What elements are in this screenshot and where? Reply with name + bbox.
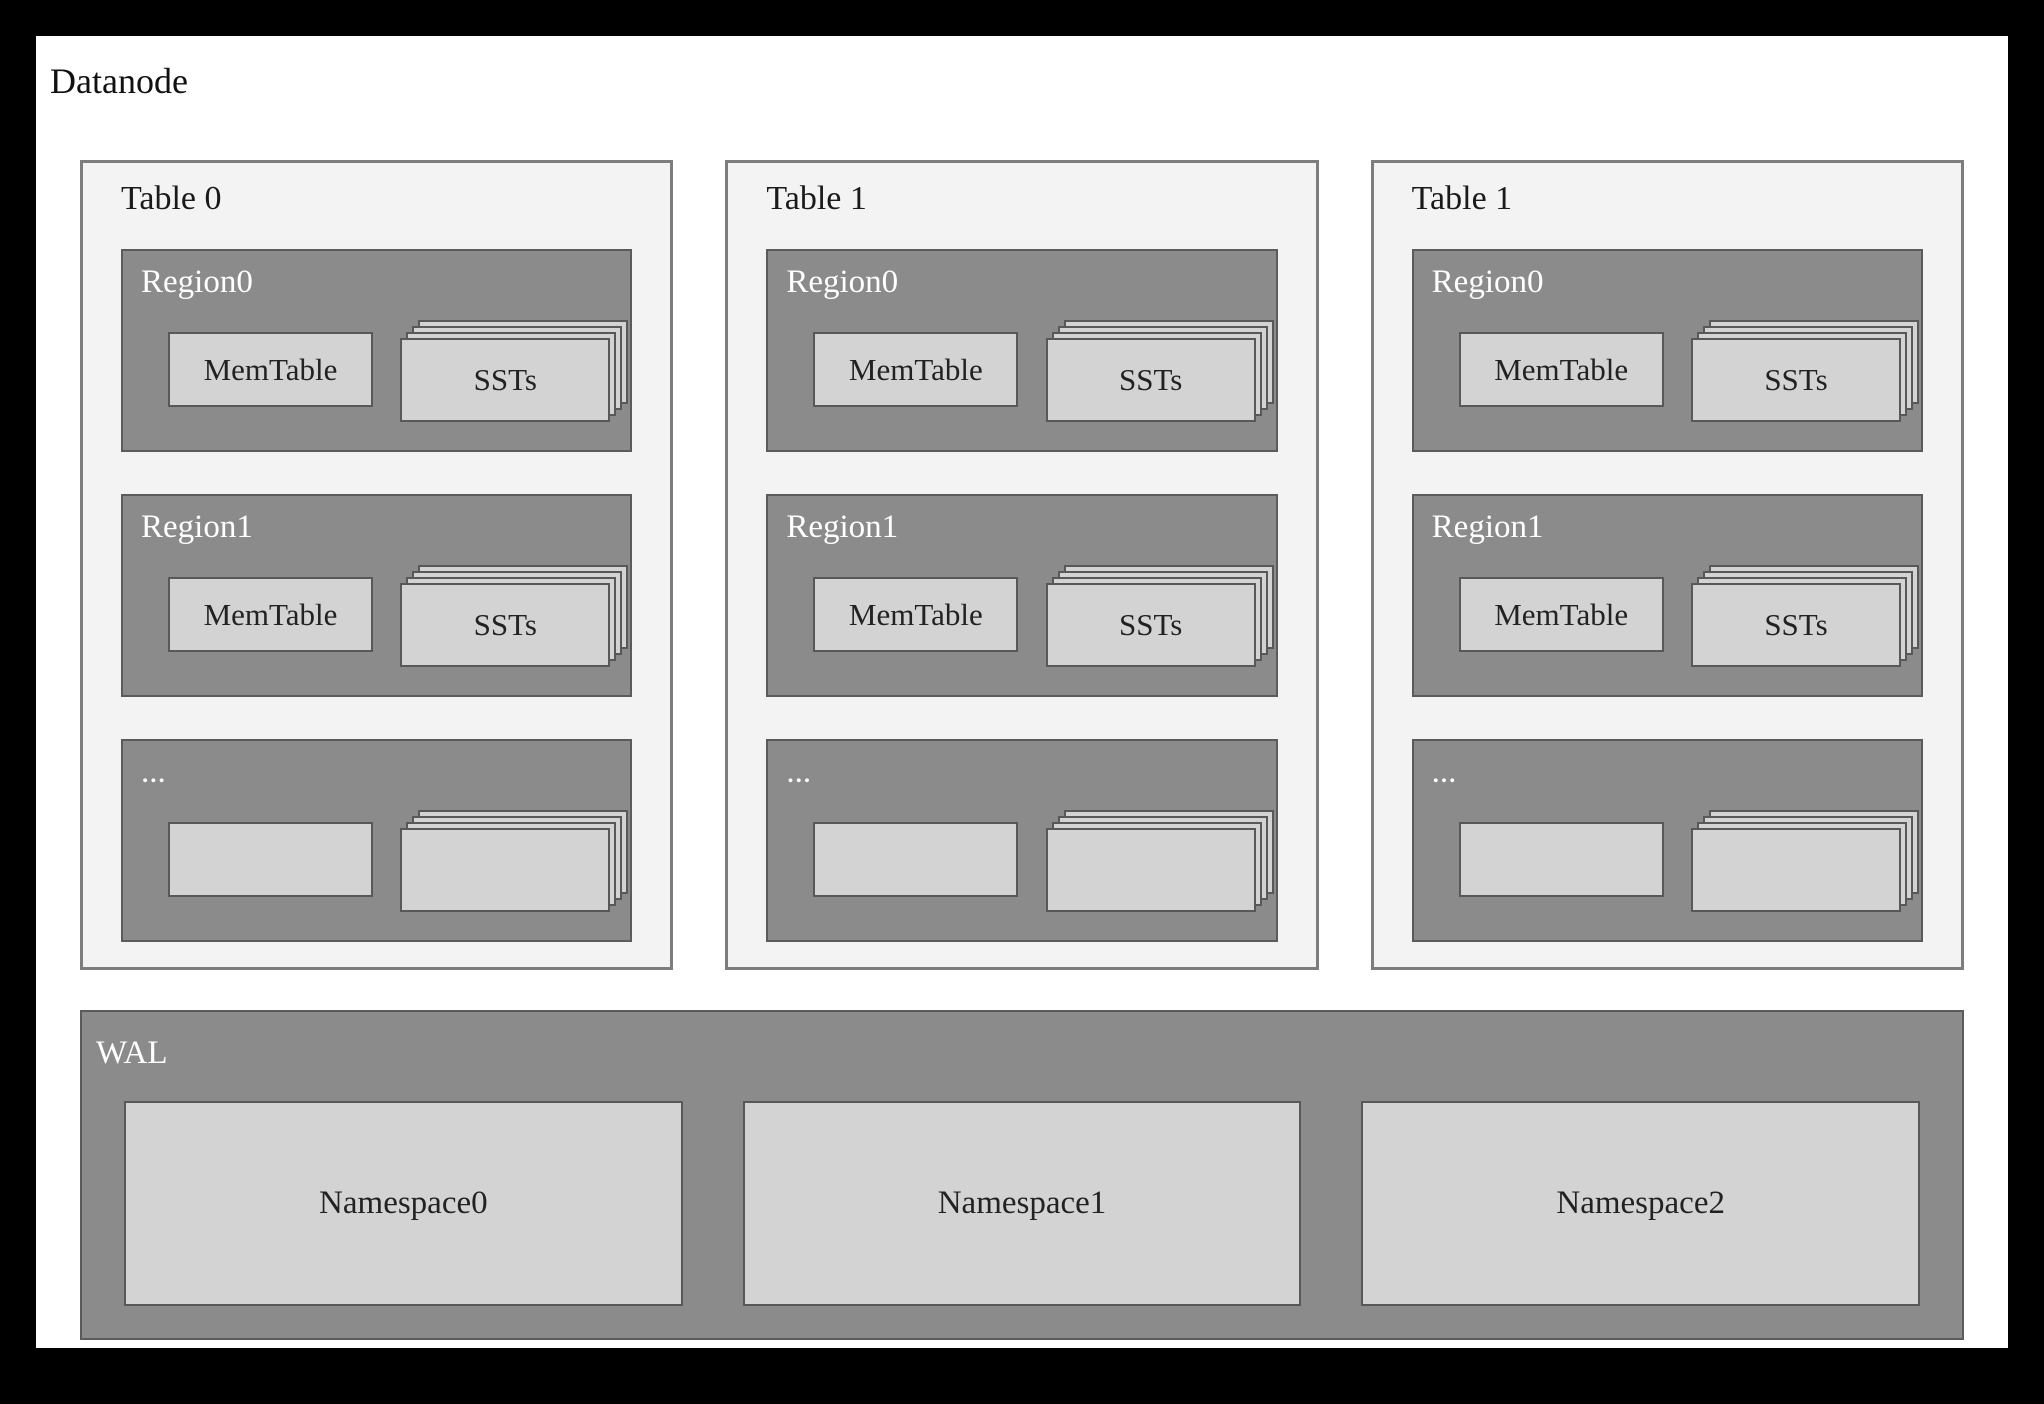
ssts-stack: SSTs	[400, 565, 629, 668]
region-content: MemTable SSTs	[141, 565, 629, 668]
region-label: Region0	[786, 263, 899, 300]
namespace-box-0: Namespace0	[124, 1100, 683, 1306]
region-box: Region1 MemTable SSTs	[766, 493, 1278, 697]
namespace-row: Namespace0 Namespace1 Namespace2	[124, 1100, 1921, 1306]
ssts-box-empty	[1690, 828, 1901, 913]
region-content: MemTable SSTs	[1432, 565, 1919, 668]
ssts-stack: SSTs	[1045, 565, 1274, 668]
namespace-box-2: Namespace2	[1361, 1100, 1921, 1306]
ssts-stack-empty	[400, 810, 629, 913]
region-box: Region0 MemTable SSTs	[121, 248, 633, 452]
table-box-0: Table 0 Region0 MemTable SSTs Region1 Me…	[80, 160, 674, 970]
ssts-box: SSTs	[1045, 338, 1256, 423]
memtable-box: MemTable	[813, 577, 1019, 653]
wal-box: WAL Namespace0 Namespace1 Namespace2	[80, 1010, 1964, 1340]
namespace-box-1: Namespace1	[742, 1100, 1302, 1306]
region-box: Region0 MemTable SSTs	[766, 248, 1278, 452]
region-content	[1432, 810, 1919, 913]
region-box-ellipsis: ...	[121, 738, 633, 942]
ssts-box: SSTs	[400, 583, 611, 668]
memtable-box: MemTable	[168, 577, 373, 653]
ssts-stack-empty	[1045, 810, 1274, 913]
ssts-box: SSTs	[1045, 583, 1256, 668]
ssts-box-empty	[400, 828, 611, 913]
region-box: Region1 MemTable SSTs	[1411, 493, 1923, 697]
memtable-box-empty	[168, 822, 373, 898]
datanode-frame: Datanode Table 0 Region0 MemTable SSTs R…	[36, 36, 2008, 1348]
memtable-box: MemTable	[168, 332, 373, 408]
ssts-box: SSTs	[1690, 583, 1901, 668]
region-content	[141, 810, 629, 913]
table-box-1: Table 1 Region0 MemTable SSTs Region1 Me…	[725, 160, 1319, 970]
ssts-stack: SSTs	[400, 320, 629, 423]
memtable-box: MemTable	[813, 332, 1019, 408]
region-label: ...	[786, 753, 812, 790]
memtable-box-empty	[813, 822, 1019, 898]
region-box: Region1 MemTable SSTs	[121, 493, 633, 697]
region-label: ...	[1431, 753, 1457, 790]
region-label: Region1	[141, 508, 253, 545]
region-label: Region0	[1431, 263, 1544, 300]
region-label: Region0	[141, 263, 253, 300]
memtable-box: MemTable	[1458, 577, 1664, 653]
region-content: MemTable SSTs	[786, 565, 1274, 668]
ssts-stack-empty	[1690, 810, 1919, 913]
ssts-box-empty	[1045, 828, 1256, 913]
table-label: Table 1	[766, 180, 867, 217]
region-label: Region1	[786, 508, 899, 545]
region-box-ellipsis: ...	[766, 738, 1278, 942]
ssts-stack: SSTs	[1690, 320, 1919, 423]
table-box-2: Table 1 Region0 MemTable SSTs Region1 Me…	[1370, 160, 1964, 970]
ssts-box: SSTs	[400, 338, 611, 423]
region-label: ...	[141, 753, 166, 790]
region-content: MemTable SSTs	[786, 320, 1274, 423]
region-box: Region0 MemTable SSTs	[1411, 248, 1923, 452]
table-label: Table 0	[121, 180, 222, 217]
ssts-box: SSTs	[1690, 338, 1901, 423]
memtable-box: MemTable	[1458, 332, 1664, 408]
wal-label: WAL	[96, 1035, 168, 1071]
page-title: Datanode	[50, 61, 188, 101]
memtable-box-empty	[1458, 822, 1664, 898]
region-content: MemTable SSTs	[141, 320, 629, 423]
table-label: Table 1	[1411, 180, 1513, 217]
ssts-stack: SSTs	[1045, 320, 1274, 423]
region-content	[786, 810, 1274, 913]
ssts-stack: SSTs	[1690, 565, 1919, 668]
region-content: MemTable SSTs	[1432, 320, 1919, 423]
region-box-ellipsis: ...	[1411, 738, 1923, 942]
region-label: Region1	[1431, 508, 1544, 545]
tables-row: Table 0 Region0 MemTable SSTs Region1 Me…	[80, 160, 1964, 970]
